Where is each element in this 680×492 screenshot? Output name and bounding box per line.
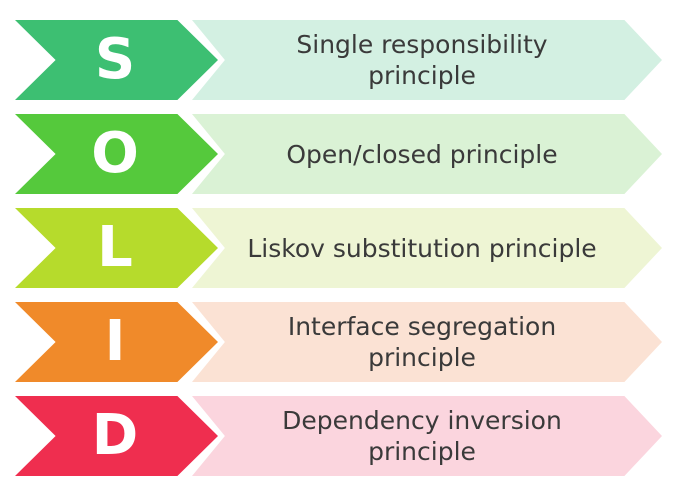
principle-label: Interface segregation principle [287, 312, 557, 372]
solid-row-l: L Liskov substitution principle [0, 208, 680, 288]
principle-label: Open/closed principle [286, 139, 558, 169]
label-chevron [192, 302, 662, 382]
label-chevron [192, 114, 662, 194]
solid-row-o: O Open/closed principle [0, 114, 680, 194]
label-chevron [192, 20, 662, 100]
label-chevron [192, 396, 662, 476]
letter-d: D [91, 403, 139, 468]
solid-row-d: D Dependency inversion principle [0, 396, 680, 476]
principle-label: Dependency inversion principle [282, 406, 562, 466]
letter-l: L [97, 215, 133, 280]
letter-o: O [91, 121, 139, 186]
label-chevron [192, 208, 662, 288]
principle-label: Single responsibility principle [296, 30, 548, 90]
principle-label: Liskov substitution principle [247, 233, 597, 263]
solid-row-s: S Single responsibility principle [0, 20, 680, 100]
solid-row-i: I Interface segregation principle [0, 302, 680, 382]
letter-i: I [104, 309, 126, 374]
letter-s: S [94, 27, 136, 92]
